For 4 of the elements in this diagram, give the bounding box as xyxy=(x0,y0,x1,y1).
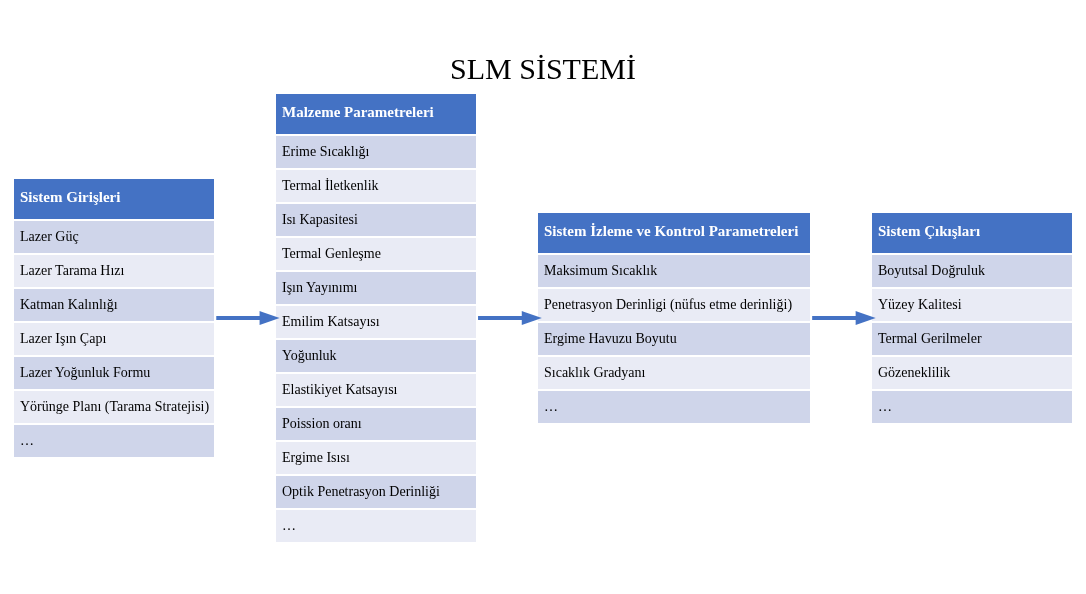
arrow xyxy=(812,310,876,325)
arrow xyxy=(216,310,280,325)
arrow xyxy=(478,310,542,325)
diagram-title: SLM SİSTEMİ xyxy=(450,51,636,85)
